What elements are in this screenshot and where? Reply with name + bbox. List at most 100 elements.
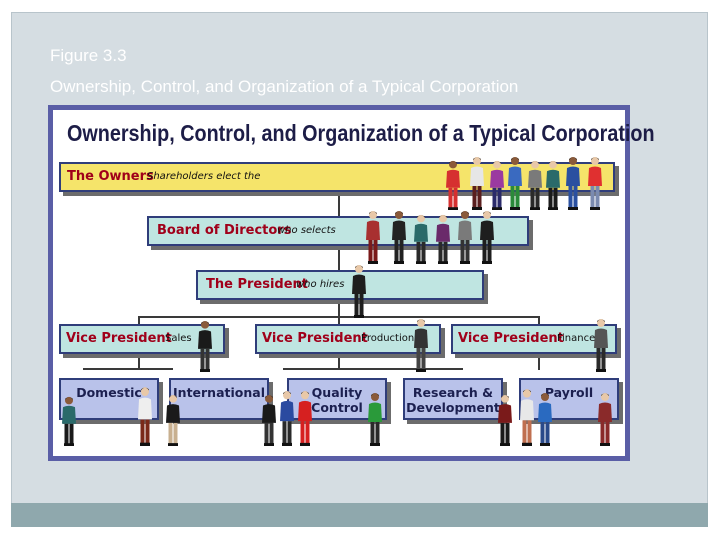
person-hair <box>371 393 379 396</box>
owners-box: The Owners Shareholders elect the <box>59 162 615 192</box>
person-coat <box>280 400 294 422</box>
person-head <box>493 160 501 169</box>
person-leg <box>421 241 426 263</box>
person-hair <box>523 389 531 393</box>
unit-domestic-label: Domestic <box>76 385 142 400</box>
person-leg <box>416 348 421 370</box>
person-leg <box>596 348 601 370</box>
person-coat <box>392 220 406 240</box>
connector-board-president <box>338 246 340 270</box>
slide-title: Ownership, Control, and Organization of … <box>50 77 519 96</box>
person-shoes <box>522 442 532 446</box>
person-hair <box>493 161 501 164</box>
footer-bar <box>11 503 708 527</box>
connector-vp-finance <box>538 316 540 326</box>
person-figure-icon <box>490 160 504 210</box>
person-shoes <box>64 443 74 446</box>
vp-production-label: Vice President <box>262 331 368 346</box>
person-hair <box>601 393 609 396</box>
person-shoes <box>596 369 606 372</box>
person-shoes <box>368 261 378 264</box>
person-hair <box>169 395 177 398</box>
person-coat <box>198 330 212 349</box>
person-leg <box>69 423 74 445</box>
person-shoes <box>530 207 540 210</box>
person-coat <box>594 328 608 348</box>
person-figure-icon <box>392 211 406 264</box>
person-shoes <box>500 443 510 446</box>
person-head <box>531 160 539 169</box>
vp-finance-dept: Finance <box>557 333 596 344</box>
person-head <box>501 394 509 403</box>
person-leg <box>548 187 553 209</box>
person-leg <box>448 187 453 209</box>
person-leg <box>553 187 558 209</box>
person-figure-icon <box>528 160 542 210</box>
person-coat <box>520 399 534 421</box>
person-coat <box>480 220 494 240</box>
person-figure-icon <box>598 393 612 446</box>
person-leg <box>573 186 578 208</box>
unit-quality-line1: Quality <box>311 385 363 400</box>
person-leg <box>438 241 443 263</box>
person-coat <box>352 274 366 294</box>
connector-sales-rail <box>83 368 173 370</box>
person-leg <box>568 186 573 208</box>
person-figure-icon <box>436 214 450 264</box>
person-leg <box>482 240 487 262</box>
person-shoes <box>168 443 178 446</box>
person-head <box>483 211 491 219</box>
person-leg <box>500 422 505 445</box>
connector-vp-sales <box>138 316 140 326</box>
president-box: The President who hires <box>196 270 484 300</box>
connector-production-down <box>338 354 340 370</box>
person-leg <box>359 294 364 316</box>
connector-sales-down <box>138 354 140 370</box>
person-leg <box>64 423 69 445</box>
vp-finance-box: Vice President Finance <box>451 324 617 354</box>
connector-president-vps <box>338 300 340 317</box>
person-figure-icon <box>508 157 522 210</box>
person-figure-icon <box>538 393 552 446</box>
person-shoes <box>510 207 520 210</box>
connector-production-rail <box>283 368 463 370</box>
person-shoes <box>300 442 310 446</box>
person-head <box>569 157 577 165</box>
person-leg <box>530 187 535 209</box>
person-leg <box>472 186 477 208</box>
person-hair <box>569 157 577 160</box>
person-figure-icon <box>280 391 294 446</box>
person-figure-icon <box>566 157 580 210</box>
person-hair <box>549 161 557 164</box>
person-hair <box>483 211 491 214</box>
person-head <box>597 319 605 327</box>
person-head <box>549 160 557 169</box>
person-leg <box>173 422 178 445</box>
person-hair <box>395 211 403 214</box>
person-shoes <box>482 261 492 264</box>
unit-research-box: Research & Development <box>403 378 503 420</box>
person-head <box>301 391 309 400</box>
owners-label: The Owners <box>67 169 154 184</box>
person-leg <box>492 187 497 209</box>
person-head <box>461 211 469 219</box>
person-head <box>201 320 209 329</box>
person-figure-icon <box>352 265 366 318</box>
person-head <box>417 214 425 223</box>
person-head <box>417 319 425 327</box>
person-coat <box>508 166 522 186</box>
connector-finance-down <box>538 354 540 370</box>
person-hair <box>591 157 599 160</box>
unit-payroll-label: Payroll <box>544 385 594 400</box>
figure-title: Ownership, Control, and Organization of … <box>67 120 655 146</box>
person-shoes <box>568 207 578 210</box>
person-shoes <box>264 443 274 446</box>
person-coat <box>414 223 428 242</box>
person-leg <box>443 241 448 263</box>
person-hair <box>597 319 605 322</box>
person-hair <box>283 391 291 395</box>
unit-research-line2: Development <box>406 400 500 415</box>
person-figure-icon <box>480 211 494 264</box>
vp-production-dept: Production <box>361 333 415 344</box>
person-hair <box>473 157 481 160</box>
